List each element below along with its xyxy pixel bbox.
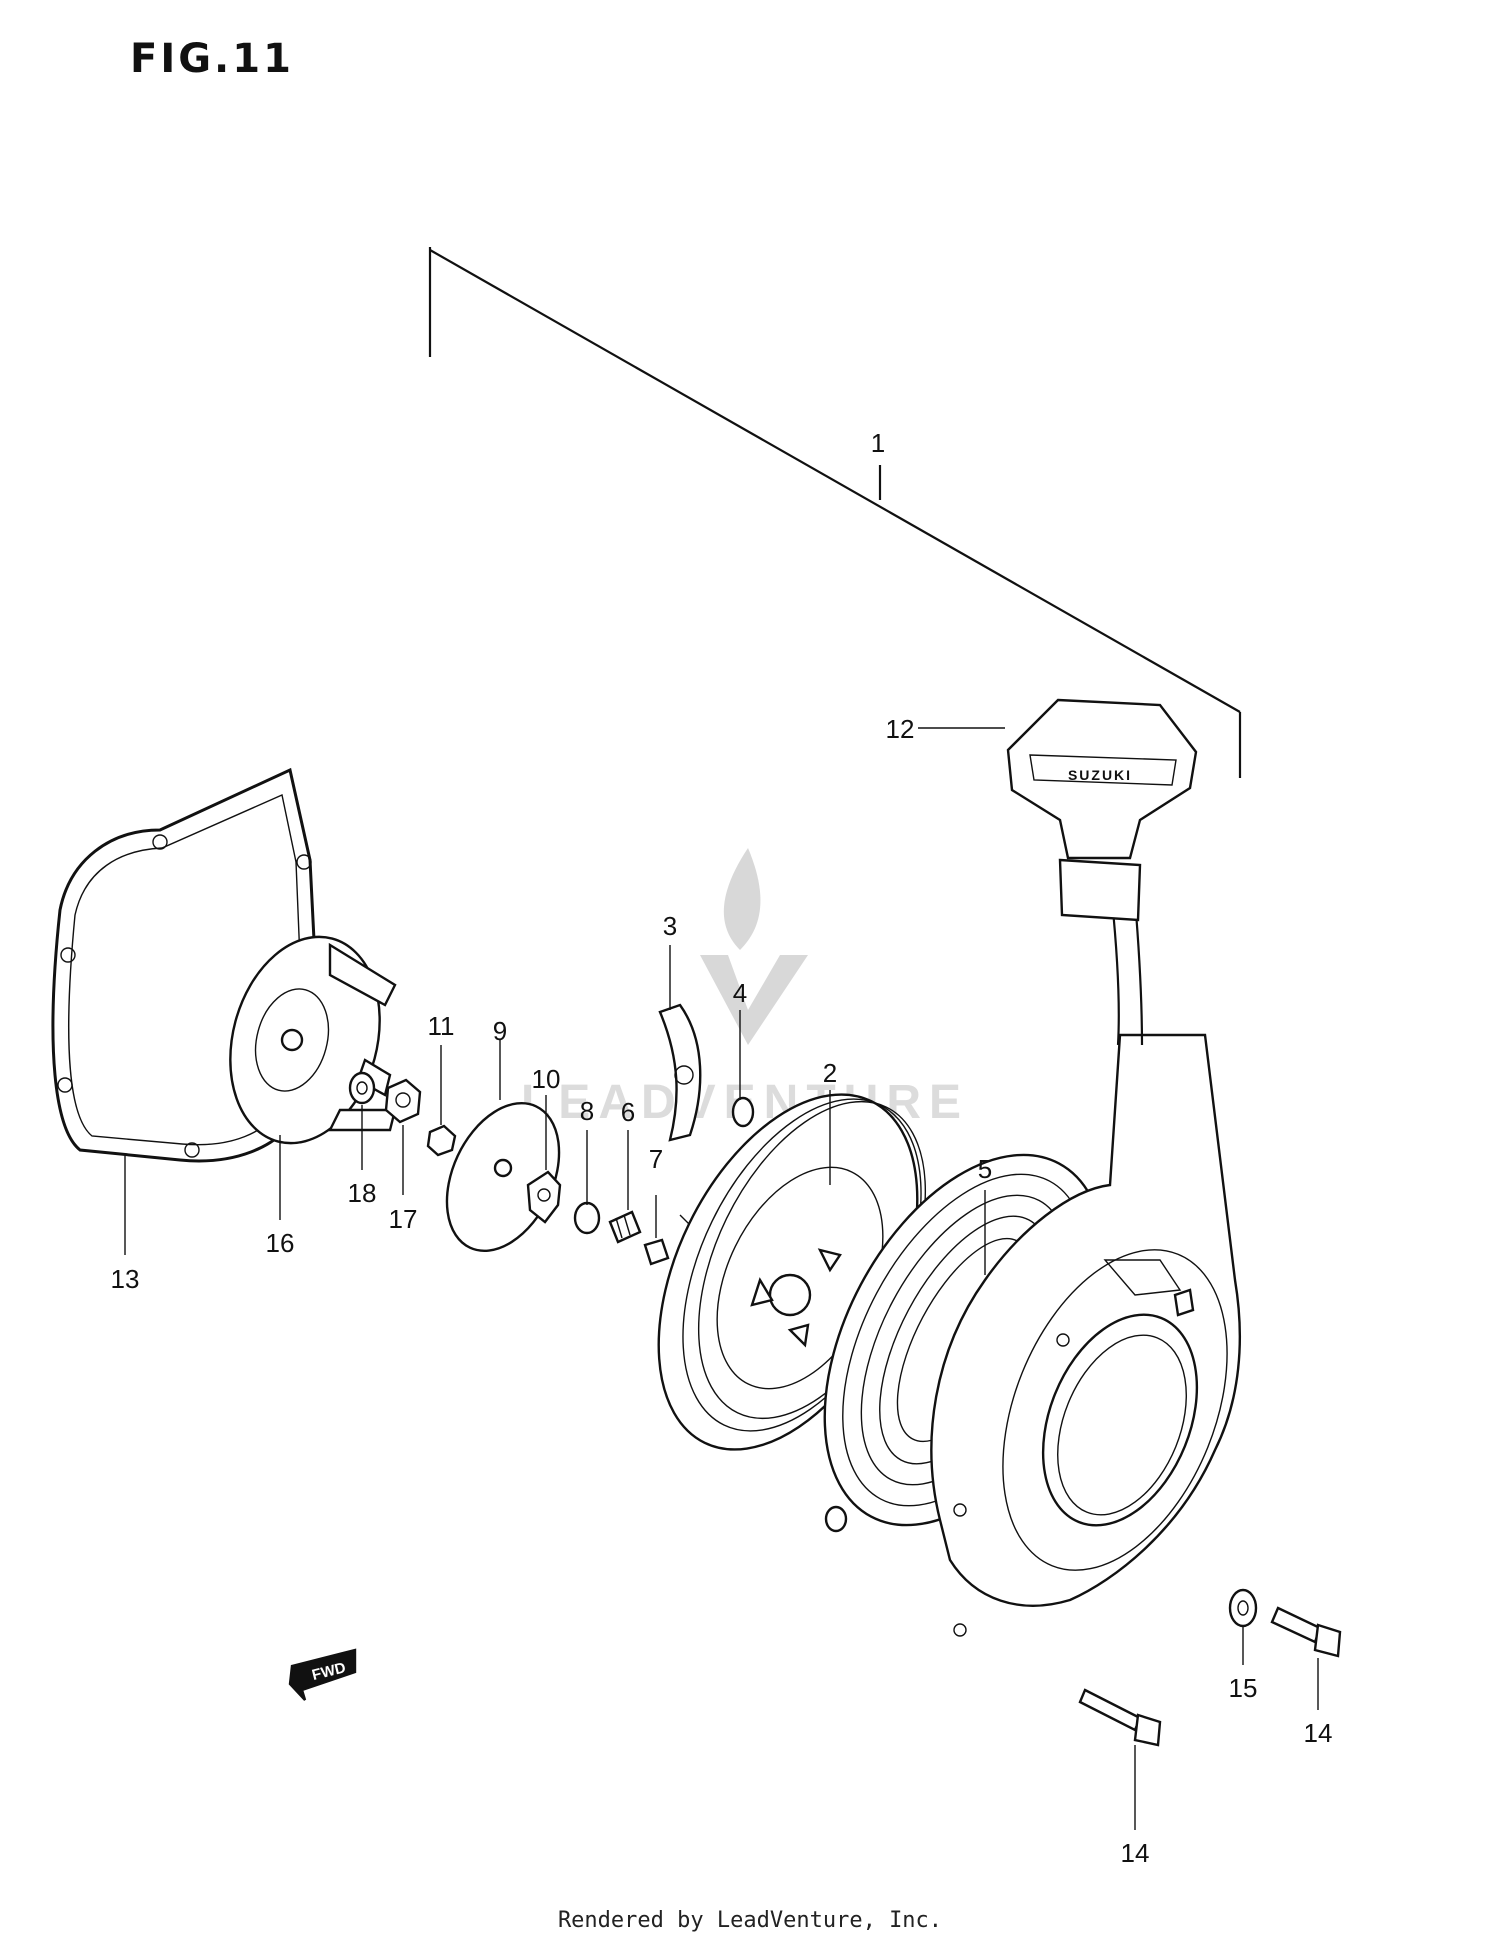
washer-18 [348, 1071, 376, 1105]
callout-1: 1 [871, 428, 885, 458]
callout-16: 16 [266, 1228, 295, 1258]
callout-3: 3 [663, 911, 677, 941]
collar-7 [643, 1238, 670, 1266]
starter-handle: SUZUKI [1006, 698, 1198, 1046]
callout-11: 11 [428, 1011, 455, 1041]
callout-12: 12 [886, 714, 915, 744]
pawl-3 [658, 1003, 702, 1142]
callout-17: 17 [389, 1204, 418, 1234]
callout-8: 8 [580, 1096, 594, 1126]
bolt-14-right [1270, 1606, 1342, 1658]
callout-4: 4 [733, 978, 747, 1008]
callout-15: 15 [1229, 1673, 1258, 1703]
drive-plate [229, 935, 397, 1145]
callout-6: 6 [621, 1097, 635, 1127]
callout-10: 10 [532, 1064, 561, 1094]
callout-7: 7 [649, 1144, 663, 1174]
figure-title: FIG.11 [130, 36, 294, 82]
callout-14-lower: 14 [1121, 1838, 1150, 1868]
guide-10 [526, 1170, 562, 1224]
fwd-arrow: FWD [288, 1648, 357, 1701]
callout-5: 5 [978, 1154, 992, 1184]
callout-9: 9 [493, 1016, 507, 1046]
bolt-14-lower [1078, 1688, 1162, 1747]
callout-13: 13 [111, 1264, 140, 1294]
washer-8 [573, 1201, 601, 1235]
callout-14-right: 14 [1304, 1718, 1333, 1748]
handle-brand-text: SUZUKI [1068, 767, 1132, 783]
callout-18: 18 [348, 1178, 377, 1208]
starter-case [930, 1033, 1241, 1637]
washer-15 [1228, 1588, 1258, 1628]
assembly-bracket [428, 247, 1242, 778]
pin-4 [731, 1096, 755, 1128]
nut-17 [384, 1078, 422, 1124]
callout-2: 2 [823, 1058, 837, 1088]
footer-credit: Rendered by LeadVenture, Inc. [557, 1908, 943, 1933]
nut-11 [426, 1124, 457, 1157]
